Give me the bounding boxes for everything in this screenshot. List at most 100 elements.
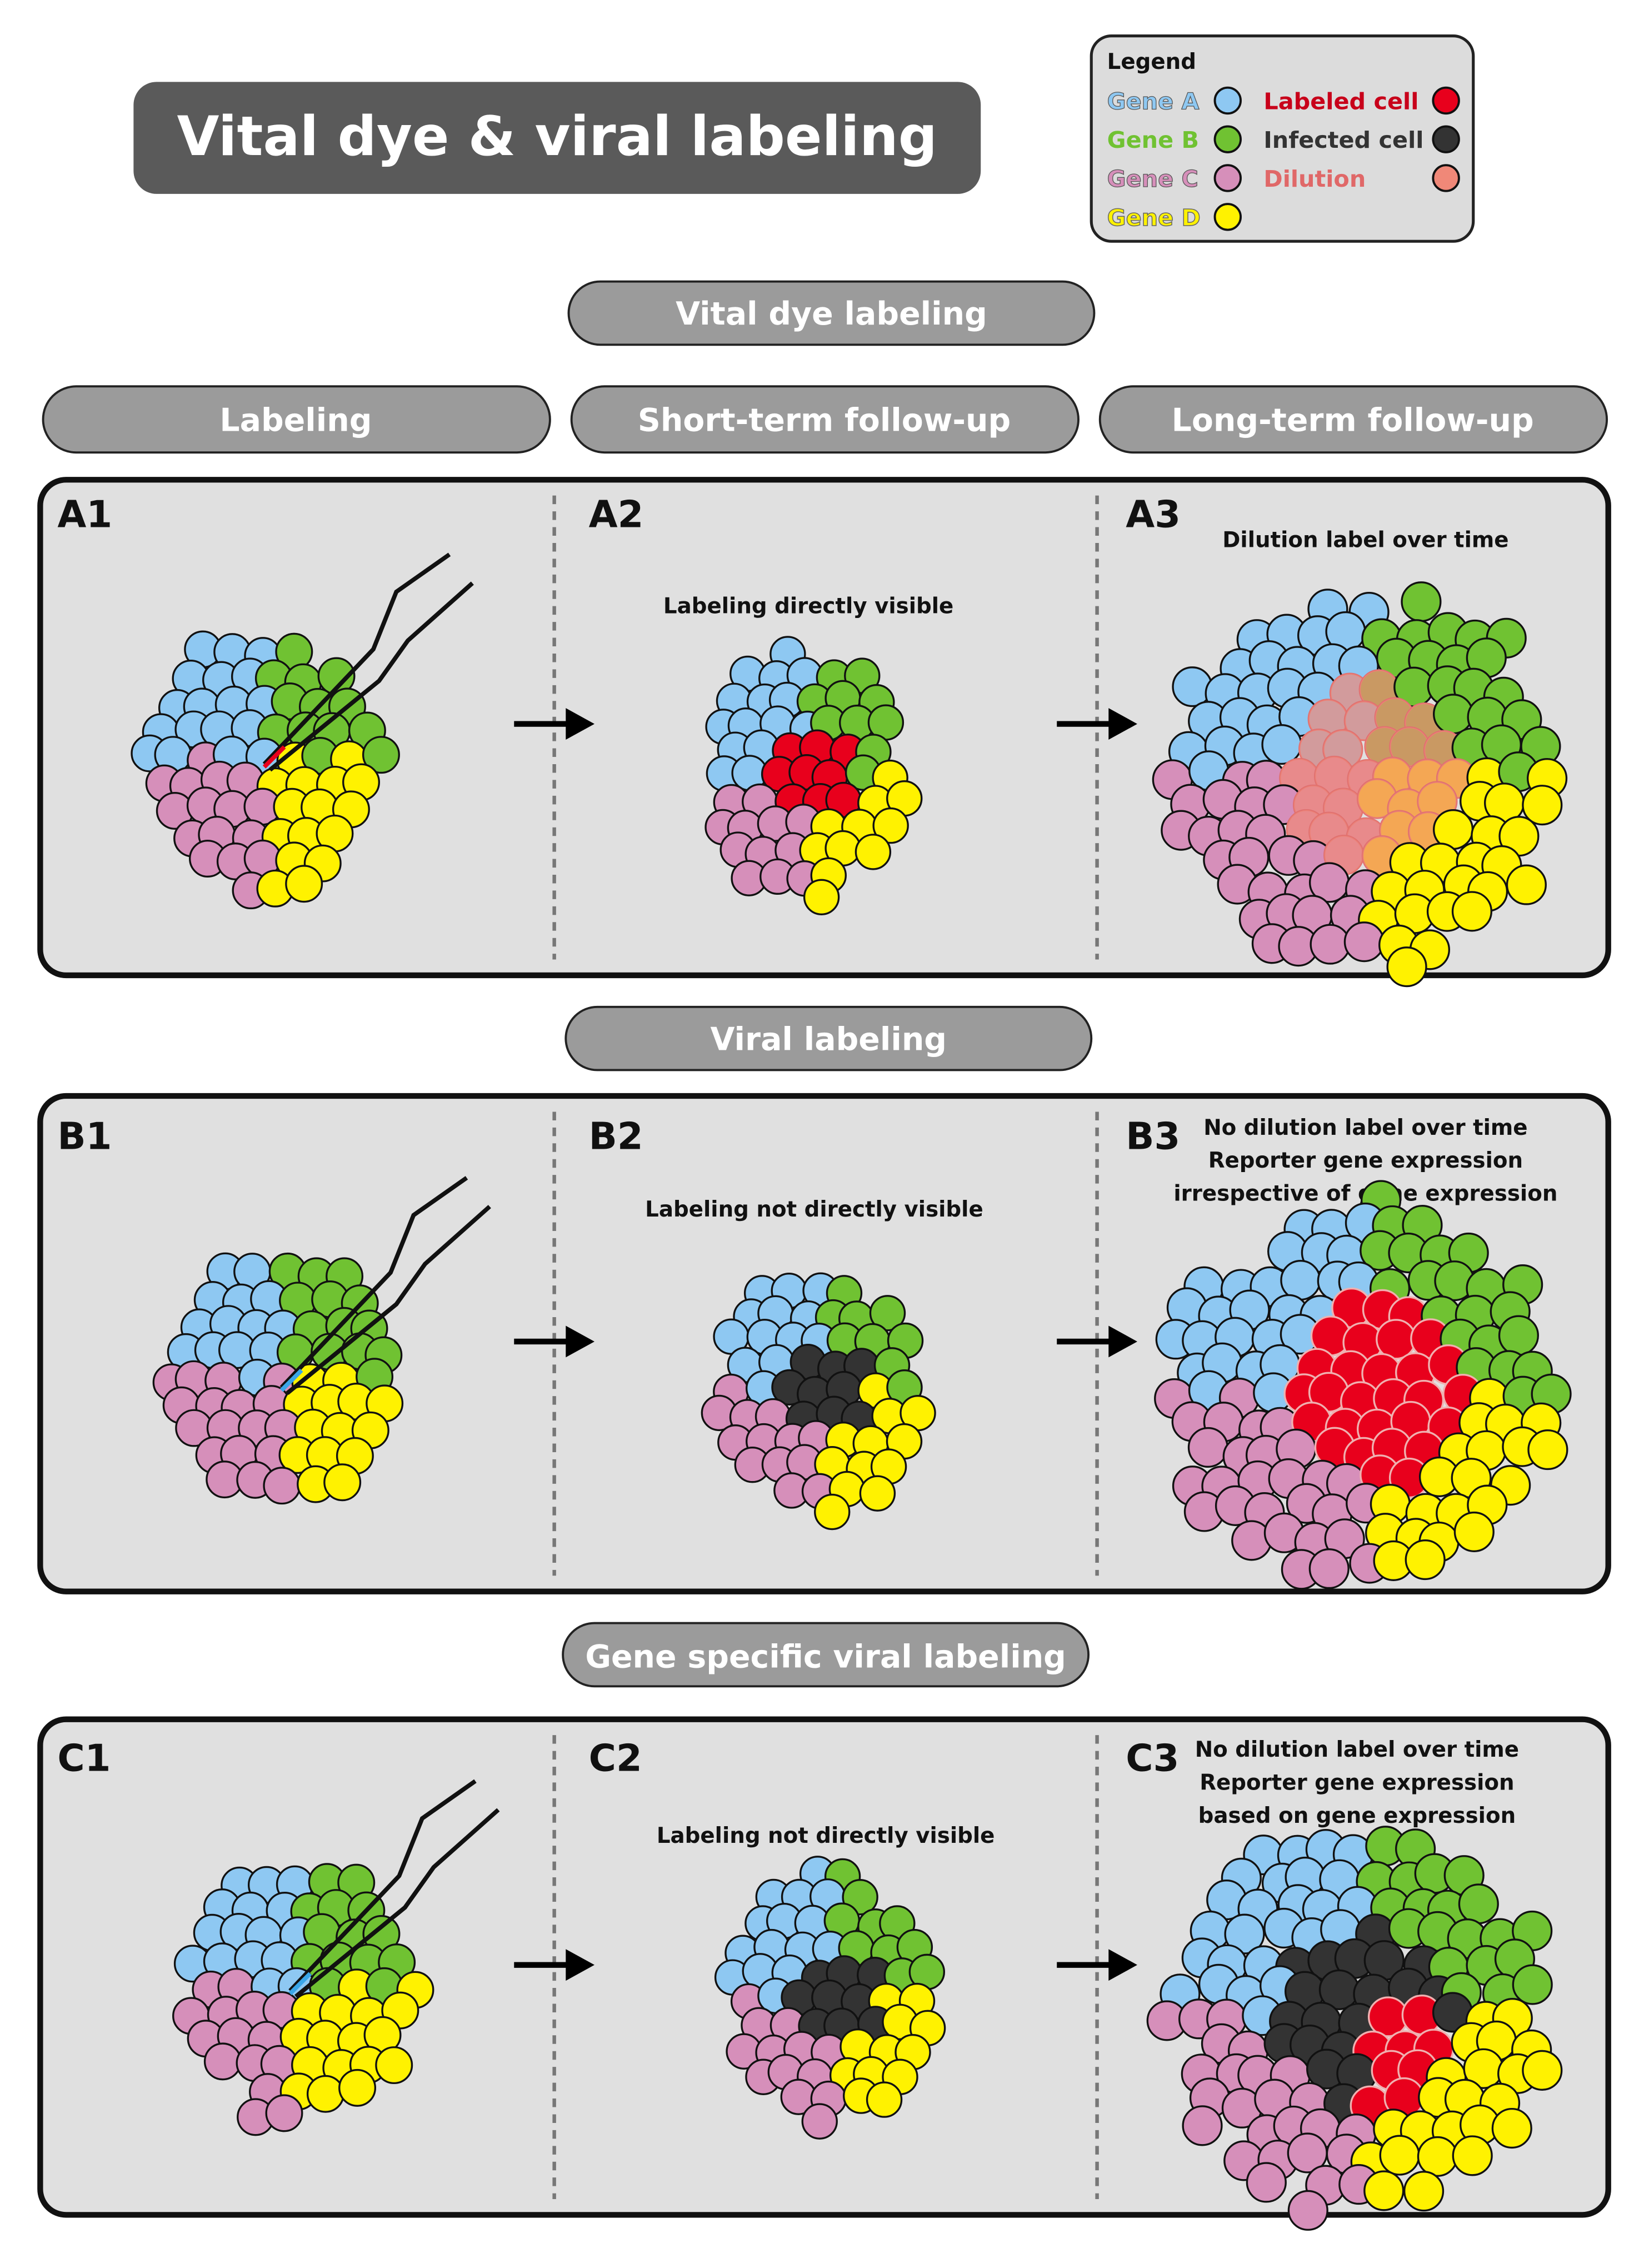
cell (1224, 1913, 1265, 1955)
legend-gene-d-swatch (1213, 203, 1242, 231)
cell (1172, 666, 1213, 707)
pipette-outline-bottom (268, 581, 474, 772)
cell (306, 2075, 344, 2113)
section-pill-vital-dye (567, 280, 1096, 346)
caption-c2: Labeling not directly visible (657, 1823, 995, 1848)
legend-gene-a-label: Gene A (1107, 88, 1200, 114)
cell-cluster-a3 (1152, 581, 1568, 988)
cell (1308, 1548, 1350, 1589)
title-box (133, 82, 981, 194)
cell (1527, 1429, 1568, 1471)
cell-cluster-b1 (152, 1252, 404, 1505)
caption-a2: Labeling directly visible (663, 594, 953, 619)
panel-label-b2: B2 (589, 1115, 643, 1158)
dilution-overlay (1390, 727, 1429, 766)
arrow-b2-b3 (1057, 1325, 1137, 1358)
cell (855, 834, 892, 870)
section-heading-vital-dye: Vital dye labeling (676, 296, 987, 332)
caption-a3: Dilution label over time (1222, 528, 1508, 553)
pipette-c1 (288, 1779, 500, 1998)
cell (1310, 924, 1351, 965)
pipette-a1 (262, 552, 474, 772)
cell (375, 2046, 413, 2085)
cell (265, 2094, 303, 2132)
cell (1451, 891, 1492, 932)
cell (285, 865, 323, 903)
cell (803, 879, 840, 916)
dilution-overlay (1357, 779, 1397, 818)
cell (1376, 1319, 1417, 1360)
pipette-outline-top (279, 1176, 468, 1389)
pipette-outline-bottom (294, 1808, 500, 1998)
caption-b3-line1: No dilution label over time (1203, 1115, 1527, 1140)
legend-gene-c-label: Gene C (1107, 166, 1198, 192)
cell (1522, 785, 1563, 826)
cell (1498, 1315, 1539, 1356)
legend-gene-c-swatch (1213, 164, 1242, 192)
cell-cluster-a2 (704, 636, 923, 916)
legend-box (1090, 34, 1475, 243)
pipette-outline-bottom (286, 1205, 491, 1395)
cell-cluster-c3 (1146, 1826, 1563, 2231)
cell (1405, 1539, 1446, 1581)
pipette-b1 (279, 1176, 491, 1395)
cell (263, 1467, 301, 1505)
legend-dilution-swatch (1432, 164, 1460, 192)
panel-c: C1 C2 C3 Labeling not directly visible N… (37, 1716, 1611, 2231)
column-heading-long-term: Long-term follow-up (1172, 402, 1534, 438)
cell-cluster-b3 (1154, 1180, 1572, 1590)
arrow-a2-a3 (1057, 708, 1137, 740)
caption-b3-line2: Reporter gene expression (1208, 1148, 1523, 1173)
panel-label-a2: A2 (589, 493, 644, 536)
cell (203, 2042, 242, 2081)
cell-cluster-a1 (131, 630, 400, 910)
cell (1453, 1511, 1495, 1552)
panel-label-c1: C1 (57, 1737, 111, 1780)
caption-c3-line3: based on gene expression (1198, 1803, 1516, 1828)
arrow-a1-a2 (514, 708, 595, 740)
arrow-b1-b2 (514, 1325, 595, 1358)
cell (338, 2068, 377, 2107)
cell (814, 1493, 851, 1531)
cell (1182, 2105, 1223, 2146)
panel-label-b3: B3 (1126, 1115, 1180, 1158)
dilution-overlay (1315, 756, 1354, 796)
legend-gene-b-label: Gene B (1107, 127, 1199, 153)
section-pill-gene-specific (562, 1622, 1090, 1688)
cell (1432, 694, 1474, 735)
section-heading-gene-specific: Gene specific viral labeling (585, 1639, 1066, 1676)
cell (323, 1463, 362, 1502)
legend-infected-swatch (1432, 125, 1460, 153)
cell (1280, 1260, 1321, 1301)
column-pill-long-term (1098, 385, 1608, 454)
cell (801, 2103, 838, 2140)
panel-label-a3: A3 (1126, 493, 1181, 536)
column-pill-short-term (570, 385, 1080, 454)
legend-labeled-swatch (1432, 86, 1460, 115)
column-pill-labeling (42, 385, 551, 454)
panel-label-b1: B1 (57, 1115, 112, 1158)
column-heading-labeling: Labeling (219, 402, 372, 438)
cell-cluster-c2 (714, 1856, 946, 2140)
pipette-outline-top (288, 1779, 477, 1992)
legend-gene-b-swatch (1213, 125, 1242, 153)
cell (1246, 2162, 1287, 2203)
cell (1401, 581, 1442, 622)
panel-label-c3: C3 (1126, 1737, 1179, 1780)
arrow-c1-c2 (514, 1949, 595, 1981)
cell (869, 1295, 906, 1332)
cell (1458, 1883, 1499, 1925)
pipette-tip (262, 745, 286, 769)
legend-labeled-label: Labeled cell (1263, 88, 1418, 114)
legend-gene-d-label: Gene D (1107, 205, 1201, 231)
cell (1403, 2171, 1445, 2212)
cell (1261, 724, 1302, 765)
page-title: Vital dye & viral labeling (177, 105, 938, 168)
cell (1187, 1427, 1228, 1468)
pipette-tip (288, 1972, 312, 1996)
legend-dilution-label: Dilution (1263, 166, 1366, 192)
panel-b: B1 B2 B3 Labeling not directly visible N… (37, 1093, 1611, 1594)
pipette-outline-top (262, 552, 451, 766)
cell (1343, 921, 1385, 963)
